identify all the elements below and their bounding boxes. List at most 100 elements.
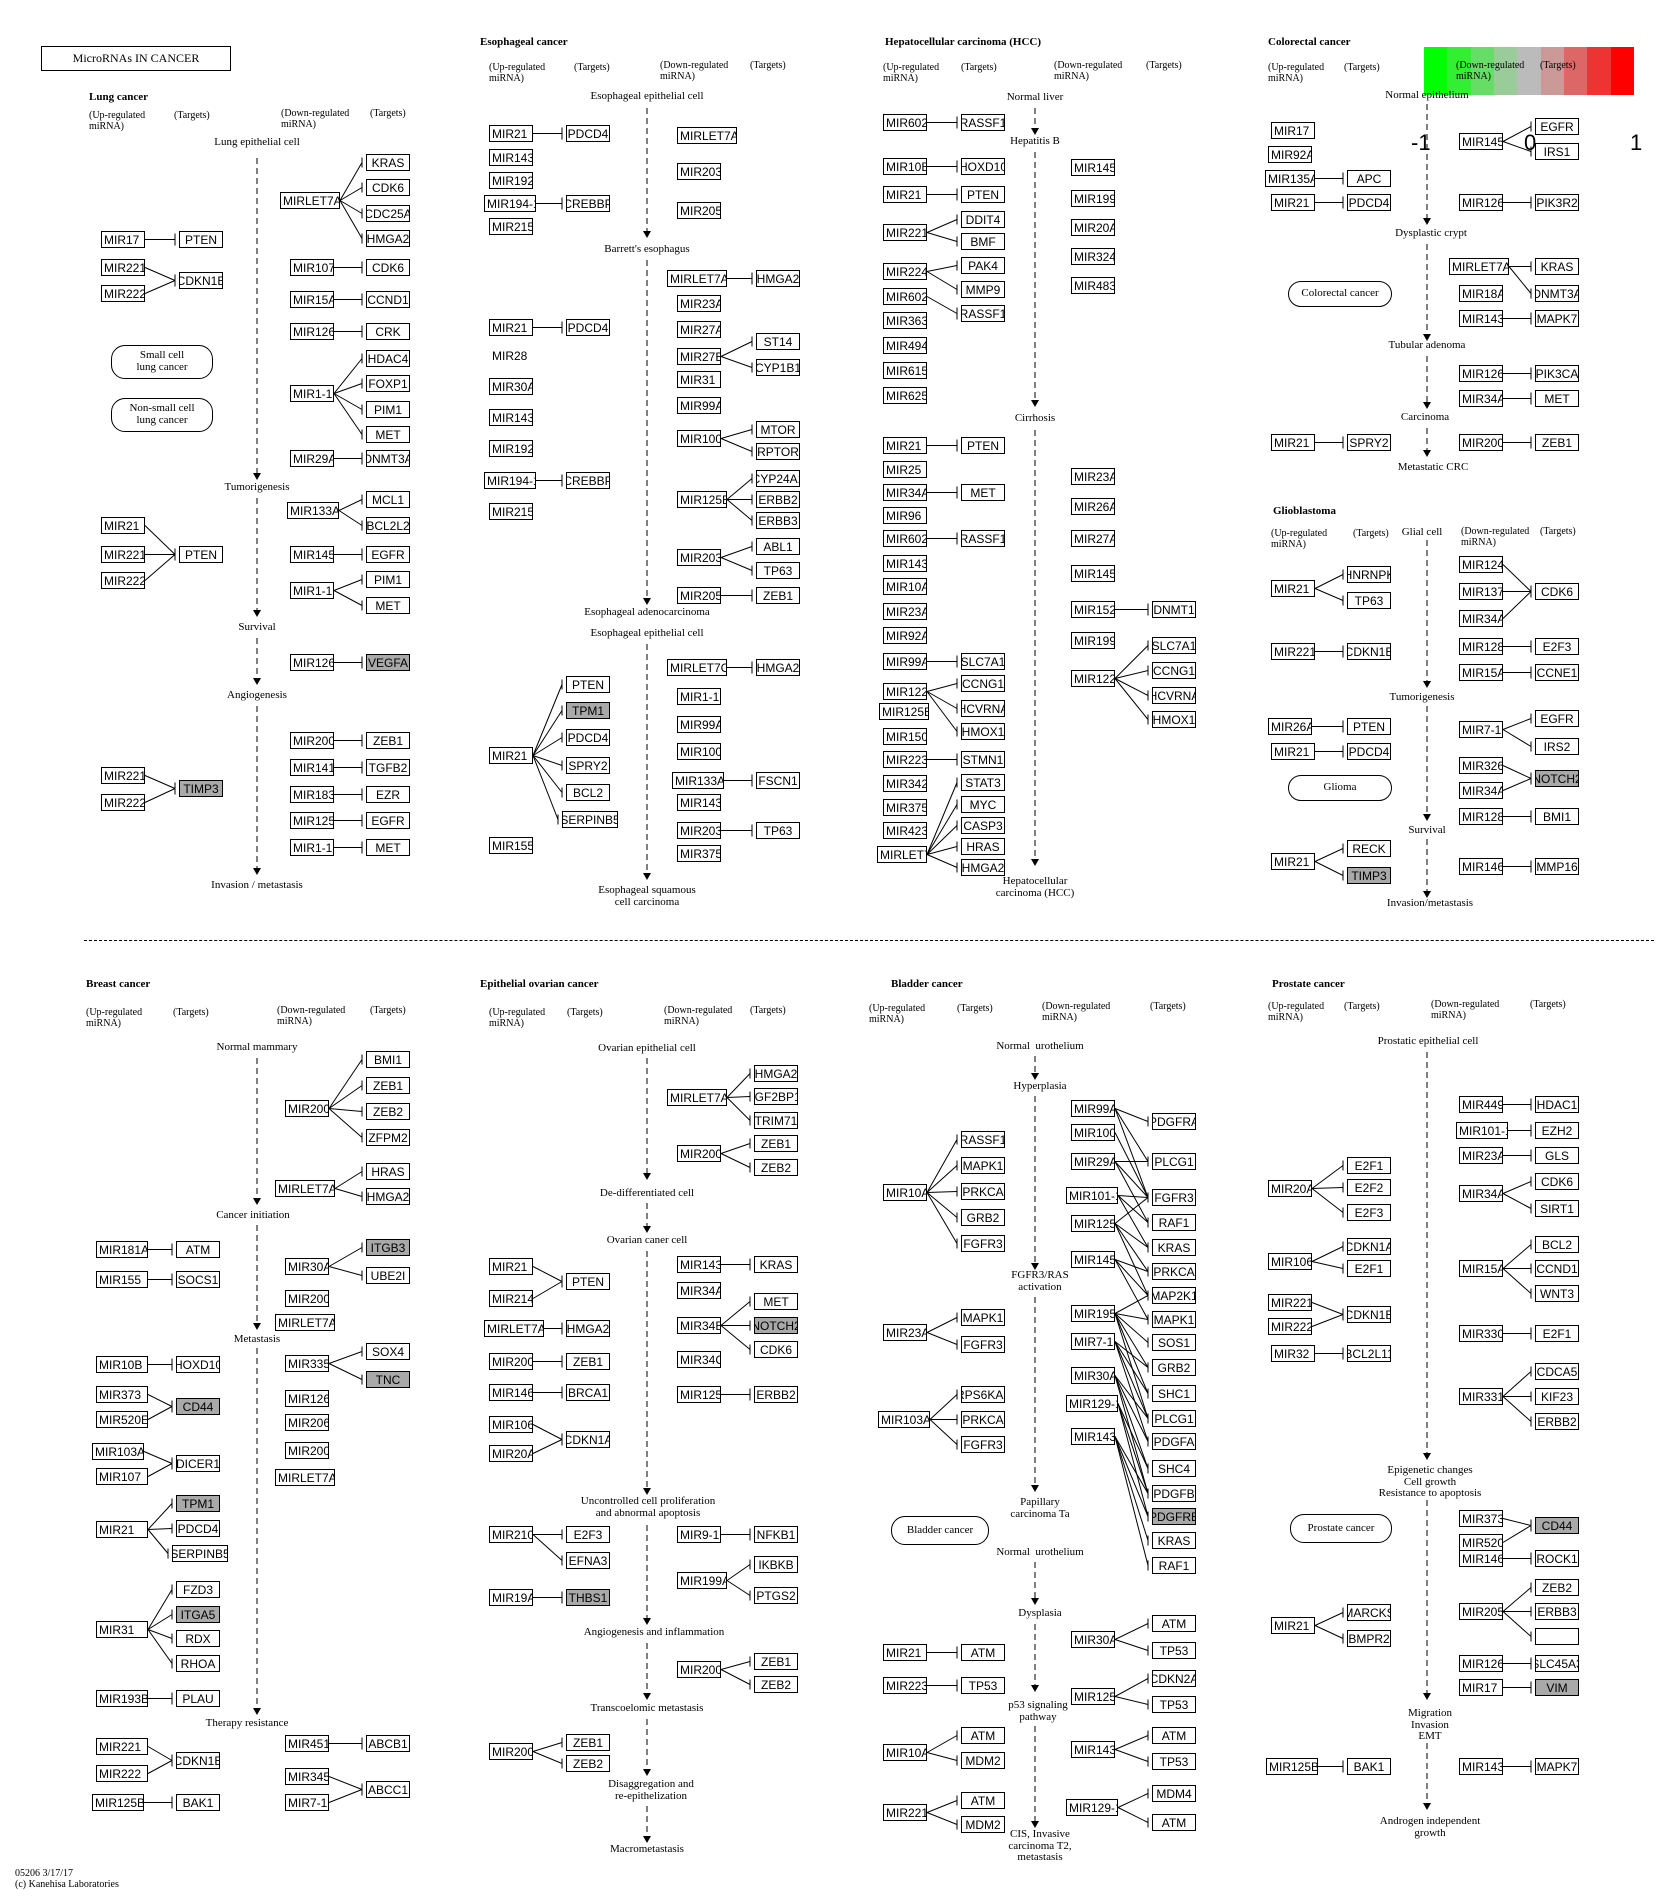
gene-node-mir125a[interactable]: MIR125A <box>1071 1688 1115 1705</box>
gene-node-kras[interactable]: KRAS <box>366 154 410 171</box>
gene-node-mir7-1[interactable]: MIR7-1 <box>1071 1333 1115 1350</box>
gene-node-cdkn1a[interactable]: CDKN1A <box>566 1431 610 1448</box>
gene-node-pak4[interactable]: PAK4 <box>961 257 1005 274</box>
gene-node-atm[interactable]: ATM <box>1152 1727 1196 1744</box>
gene-node-mir143[interactable]: MIR143 <box>677 1256 721 1273</box>
gene-node-mir100[interactable]: MIR100 <box>1071 1124 1115 1141</box>
gene-node-zeb1[interactable]: ZEB1 <box>1535 434 1579 451</box>
gene-node-mir126[interactable]: MIR126 <box>1459 365 1503 382</box>
gene-node-zeb2[interactable]: ZEB2 <box>366 1103 410 1120</box>
gene-node-irs2[interactable]: IRS2 <box>1535 738 1579 755</box>
gene-node-mir107[interactable]: MIR107 <box>96 1468 148 1485</box>
gene-node-slc45a3[interactable]: SLC45A3 <box>1535 1655 1579 1672</box>
gene-node-mir10b[interactable]: MIR10B <box>883 158 927 175</box>
gene-node-abcc1[interactable]: ABCC1 <box>366 1781 410 1798</box>
gene-node-mmp16[interactable]: MMP16 <box>1535 858 1579 875</box>
gene-node-mir363[interactable]: MIR363 <box>883 312 927 329</box>
gene-node-mir99a[interactable]: MIR99A <box>883 653 927 670</box>
gene-node-mir126[interactable]: MIR126 <box>1459 194 1503 211</box>
gene-node-hmox1[interactable]: HMOX1 <box>1152 711 1196 728</box>
gene-node-e2f1[interactable]: E2F1 <box>1347 1260 1391 1277</box>
gene-node-bcl2[interactable]: BCL2 <box>566 784 610 801</box>
gene-node-tp53[interactable]: TP53 <box>961 1677 1005 1694</box>
gene-node-pim1[interactable]: PIM1 <box>366 401 410 418</box>
gene-node-thbs1[interactable]: THBS1 <box>566 1589 610 1606</box>
gene-node-mir200a[interactable]: MIR200A <box>285 1442 329 1459</box>
gene-node-mir126[interactable]: MIR126 <box>290 323 334 340</box>
gene-node-mir21[interactable]: MIR21 <box>489 1258 533 1275</box>
gene-node-mir106b[interactable]: MIR106B <box>1268 1253 1312 1270</box>
gene-node-mir34a[interactable]: MIR34A <box>1459 782 1503 799</box>
gene-node-hdac4[interactable]: HDAC4 <box>366 350 410 367</box>
gene-node-mir215[interactable]: MIR215 <box>489 218 533 235</box>
gene-node-mirlet7a1[interactable]: MIRLET7A1 <box>280 192 340 209</box>
gene-node-pten[interactable]: PTEN <box>961 437 1005 454</box>
gene-node-mir101-1[interactable]: MIR101-1 <box>1066 1187 1118 1204</box>
gene-node-mir17[interactable]: MIR17 <box>1271 122 1315 139</box>
gene-node-mir200a[interactable]: MIR200A <box>677 1145 721 1162</box>
gene-node-mir145[interactable]: MIR145 <box>290 546 334 563</box>
gene-node-irs1[interactable]: IRS1 <box>1535 143 1579 160</box>
gene-node-prkce[interactable] <box>1535 1628 1579 1645</box>
gene-node-e2f3[interactable]: E2F3 <box>1535 638 1579 655</box>
gene-node-abcb1[interactable]: ABCB1 <box>366 1735 410 1752</box>
gene-node-cdkn1b[interactable]: CDKN1B <box>179 272 223 289</box>
gene-node-mapk1[interactable]: MAPK1 <box>961 1309 1005 1326</box>
gene-node-mir143[interactable]: MIR143 <box>883 555 927 572</box>
gene-node-cdk6[interactable]: CDK6 <box>1535 1173 1579 1190</box>
gene-node-rassf1[interactable]: RASSF1 <box>961 530 1005 547</box>
gene-node-mir21[interactable]: MIR21 <box>1271 853 1315 870</box>
gene-node-marcks[interactable]: MARCKS <box>1347 1604 1391 1621</box>
gene-node-sirt1[interactable]: SIRT1 <box>1535 1200 1579 1217</box>
gene-node-ptgs2[interactable]: PTGS2 <box>754 1587 798 1604</box>
gene-node-mir96[interactable]: MIR96 <box>883 507 927 524</box>
gene-node-shc1[interactable]: SHC1 <box>1152 1385 1196 1402</box>
gene-node-pdcd4[interactable]: PDCD4 <box>176 1520 220 1537</box>
gene-node-mir23a[interactable]: MIR23A <box>1459 1147 1503 1164</box>
gene-node-cdk6[interactable]: CDK6 <box>754 1341 798 1358</box>
gene-node-hmga2[interactable]: HMGA2 <box>961 859 1005 876</box>
gene-node-cyp24a1[interactable]: CYP24A1 <box>756 470 800 487</box>
gene-node-myc[interactable]: MYC <box>961 796 1005 813</box>
gene-node-mir221[interactable]: MIR221 <box>101 259 145 276</box>
gene-node-mir21[interactable]: MIR21 <box>1271 194 1315 211</box>
gene-node-mir203a[interactable]: MIR203A <box>677 822 721 839</box>
gene-node-kras[interactable]: KRAS <box>754 1256 798 1273</box>
gene-node-rhoa[interactable]: RHOA <box>176 1655 220 1672</box>
gene-node-mir133a1[interactable]: MIR133A1 <box>287 502 339 519</box>
gene-node-pdcd4[interactable]: PDCD4 <box>566 125 610 142</box>
gene-node-met[interactable]: MET <box>961 484 1005 501</box>
gene-node-cdkn2a[interactable]: CDKN2A <box>1152 1670 1196 1687</box>
gene-node-pten[interactable]: PTEN <box>179 231 223 248</box>
gene-node-zeb1[interactable]: ZEB1 <box>566 1734 610 1751</box>
gene-node-mir7-1[interactable]: MIR7-1 <box>285 1794 329 1811</box>
disease-node-prostate-cancer[interactable]: Prostate cancer <box>1290 1514 1392 1543</box>
gene-node-mir192[interactable]: MIR192 <box>489 440 533 457</box>
gene-node-mir155[interactable]: MIR155 <box>96 1271 148 1288</box>
gene-node-hras[interactable]: HRAS <box>961 838 1005 855</box>
gene-node-mir92a1[interactable]: MIR92A1 <box>1268 146 1312 163</box>
gene-node-zeb2[interactable]: ZEB2 <box>1535 1579 1579 1596</box>
gene-node-hmga2[interactable]: HMGA2 <box>366 230 410 247</box>
gene-node-plcg1[interactable]: PLCG1 <box>1152 1153 1196 1170</box>
gene-node-mir106b[interactable]: MIR106B <box>489 1416 533 1433</box>
gene-node-mir125b1[interactable]: MIR125B1 <box>92 1794 144 1811</box>
gene-node-mir25[interactable]: MIR25 <box>883 461 927 478</box>
gene-node-mir29a[interactable]: MIR29A <box>1071 1153 1115 1170</box>
gene-node-pim1[interactable]: PIM1 <box>366 571 410 588</box>
gene-node-ccng1[interactable]: CCNG1 <box>1152 662 1196 679</box>
gene-node-mir128-1[interactable]: MIR128-1 <box>1459 808 1503 825</box>
gene-node-mirlet7c[interactable]: MIRLET7C <box>667 659 727 676</box>
gene-node-mir125b1[interactable]: MIR125B1 <box>879 703 929 720</box>
gene-node-mir125a[interactable]: MIR125A <box>290 812 334 829</box>
gene-node-pdgfb[interactable]: PDGFB <box>1152 1485 1196 1502</box>
gene-node-mir34a[interactable]: MIR34A <box>1459 390 1503 407</box>
gene-node-mir375[interactable]: MIR375 <box>677 845 721 862</box>
gene-node-mir210[interactable]: MIR210 <box>489 1526 533 1543</box>
gene-node-kras[interactable]: KRAS <box>1152 1239 1196 1256</box>
gene-node-mir145[interactable]: MIR145 <box>1071 565 1115 582</box>
gene-node-cdkn1b[interactable]: CDKN1B <box>1347 643 1391 660</box>
gene-node-met[interactable]: MET <box>366 839 410 856</box>
gene-node-egfr[interactable]: EGFR <box>366 546 410 563</box>
gene-node-cdkn1b[interactable]: CDKN1B <box>176 1752 220 1769</box>
